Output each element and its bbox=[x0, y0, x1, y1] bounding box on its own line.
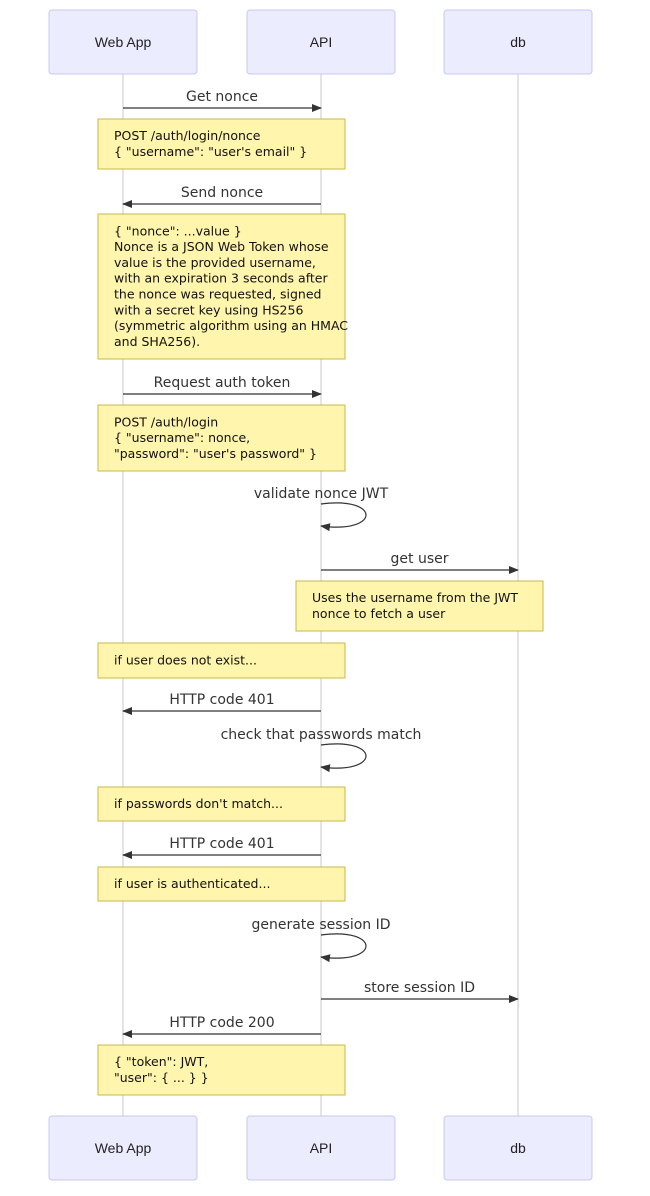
note-box bbox=[97, 866, 346, 902]
participant-label: db bbox=[510, 34, 526, 50]
participant-web-top: Web App bbox=[48, 9, 198, 75]
note-line: "password": "user's password" } bbox=[114, 446, 317, 461]
message-label: HTTP code 401 bbox=[169, 836, 274, 852]
message-label: Send nonce bbox=[181, 185, 263, 201]
note-line: Uses the username from the JWT bbox=[312, 590, 518, 605]
note-box bbox=[295, 580, 544, 632]
self-message-label: generate session ID bbox=[251, 917, 390, 933]
message-label: HTTP code 401 bbox=[169, 692, 274, 708]
message-label: Get nonce bbox=[186, 89, 258, 105]
note-line: POST /auth/login/nonce bbox=[114, 128, 261, 143]
message-arrow: Send nonce bbox=[122, 185, 321, 208]
note-line: { "nonce": ...value } bbox=[114, 223, 242, 238]
message-arrow: Get nonce bbox=[123, 89, 322, 112]
note-box bbox=[97, 642, 346, 679]
note-line: (symmetric algorithm using an HMAC bbox=[114, 318, 348, 333]
message-arrow: store session ID bbox=[321, 980, 519, 1003]
note-box bbox=[97, 213, 346, 360]
note-line: Nonce is a JSON Web Token whose bbox=[114, 239, 329, 254]
participant-box bbox=[443, 1115, 593, 1181]
note-line: the nonce was requested, signed bbox=[114, 287, 321, 302]
message-arrow: HTTP code 200 bbox=[122, 1015, 321, 1038]
participant-label: Web App bbox=[95, 34, 152, 50]
note-line: { "username": "user's email" } bbox=[114, 144, 307, 159]
participant-db-top: db bbox=[443, 9, 593, 75]
note: POST /auth/login{ "username": nonce,"pas… bbox=[97, 404, 346, 472]
note-line: POST /auth/login bbox=[114, 414, 218, 429]
note: POST /auth/login/nonce{ "username": "use… bbox=[97, 118, 346, 170]
message-label: HTTP code 200 bbox=[169, 1015, 274, 1031]
self-message-loop bbox=[320, 933, 367, 963]
note-line: value is the provided username, bbox=[114, 255, 316, 270]
note-line: if user is authenticated... bbox=[114, 876, 270, 891]
message-label: store session ID bbox=[364, 980, 475, 996]
self-message: validate nonce JWT bbox=[254, 486, 389, 532]
note: if user is authenticated... bbox=[97, 866, 346, 902]
participant-label: API bbox=[310, 34, 333, 50]
participant-db-bottom: db bbox=[443, 1115, 593, 1181]
note-box bbox=[97, 404, 346, 472]
message-arrow: Request auth token bbox=[123, 375, 322, 398]
note-line: if user does not exist... bbox=[114, 653, 257, 668]
note-line: { "username": nonce, bbox=[114, 430, 250, 445]
note-line: with an expiration 3 seconds after bbox=[114, 271, 328, 286]
self-message: generate session ID bbox=[251, 917, 391, 963]
participant-label: API bbox=[310, 1140, 333, 1156]
note-line: nonce to fetch a user bbox=[312, 606, 446, 621]
note: if passwords don't match... bbox=[97, 786, 346, 822]
note-box bbox=[97, 118, 346, 170]
participant-api-top: API bbox=[246, 9, 396, 75]
note-line: "user": { ... } } bbox=[114, 1070, 209, 1085]
participant-web-bottom: Web App bbox=[48, 1115, 198, 1181]
participant-box bbox=[48, 1115, 198, 1181]
participant-box bbox=[246, 1115, 396, 1181]
message-label: get user bbox=[391, 551, 449, 567]
participant-api-bottom: API bbox=[246, 1115, 396, 1181]
self-message-label: check that passwords match bbox=[221, 727, 422, 743]
message-arrow: HTTP code 401 bbox=[122, 692, 321, 715]
note-line: if passwords don't match... bbox=[114, 796, 283, 811]
note: { "nonce": ...value }Nonce is a JSON Web… bbox=[97, 213, 348, 360]
note: { "token": JWT,"user": { ... } } bbox=[97, 1044, 346, 1096]
participant-box bbox=[246, 9, 396, 75]
message-arrow: HTTP code 401 bbox=[122, 836, 321, 859]
participant-label: Web App bbox=[95, 1140, 152, 1156]
message-label: Request auth token bbox=[154, 375, 291, 391]
note-line: with a secret key using HS256 bbox=[114, 302, 303, 317]
participant-box bbox=[443, 9, 593, 75]
self-message: check that passwords match bbox=[221, 727, 422, 773]
self-message-loop bbox=[320, 502, 367, 532]
note-box bbox=[97, 786, 346, 822]
note: if user does not exist... bbox=[97, 642, 346, 679]
participant-box bbox=[48, 9, 198, 75]
note-box bbox=[97, 1044, 346, 1096]
message-arrow: get user bbox=[321, 551, 519, 574]
note-line: and SHA256). bbox=[114, 334, 200, 349]
note-line: { "token": JWT, bbox=[114, 1054, 208, 1069]
self-message-label: validate nonce JWT bbox=[254, 486, 389, 502]
participant-label: db bbox=[510, 1140, 526, 1156]
self-message-loop bbox=[320, 743, 367, 773]
